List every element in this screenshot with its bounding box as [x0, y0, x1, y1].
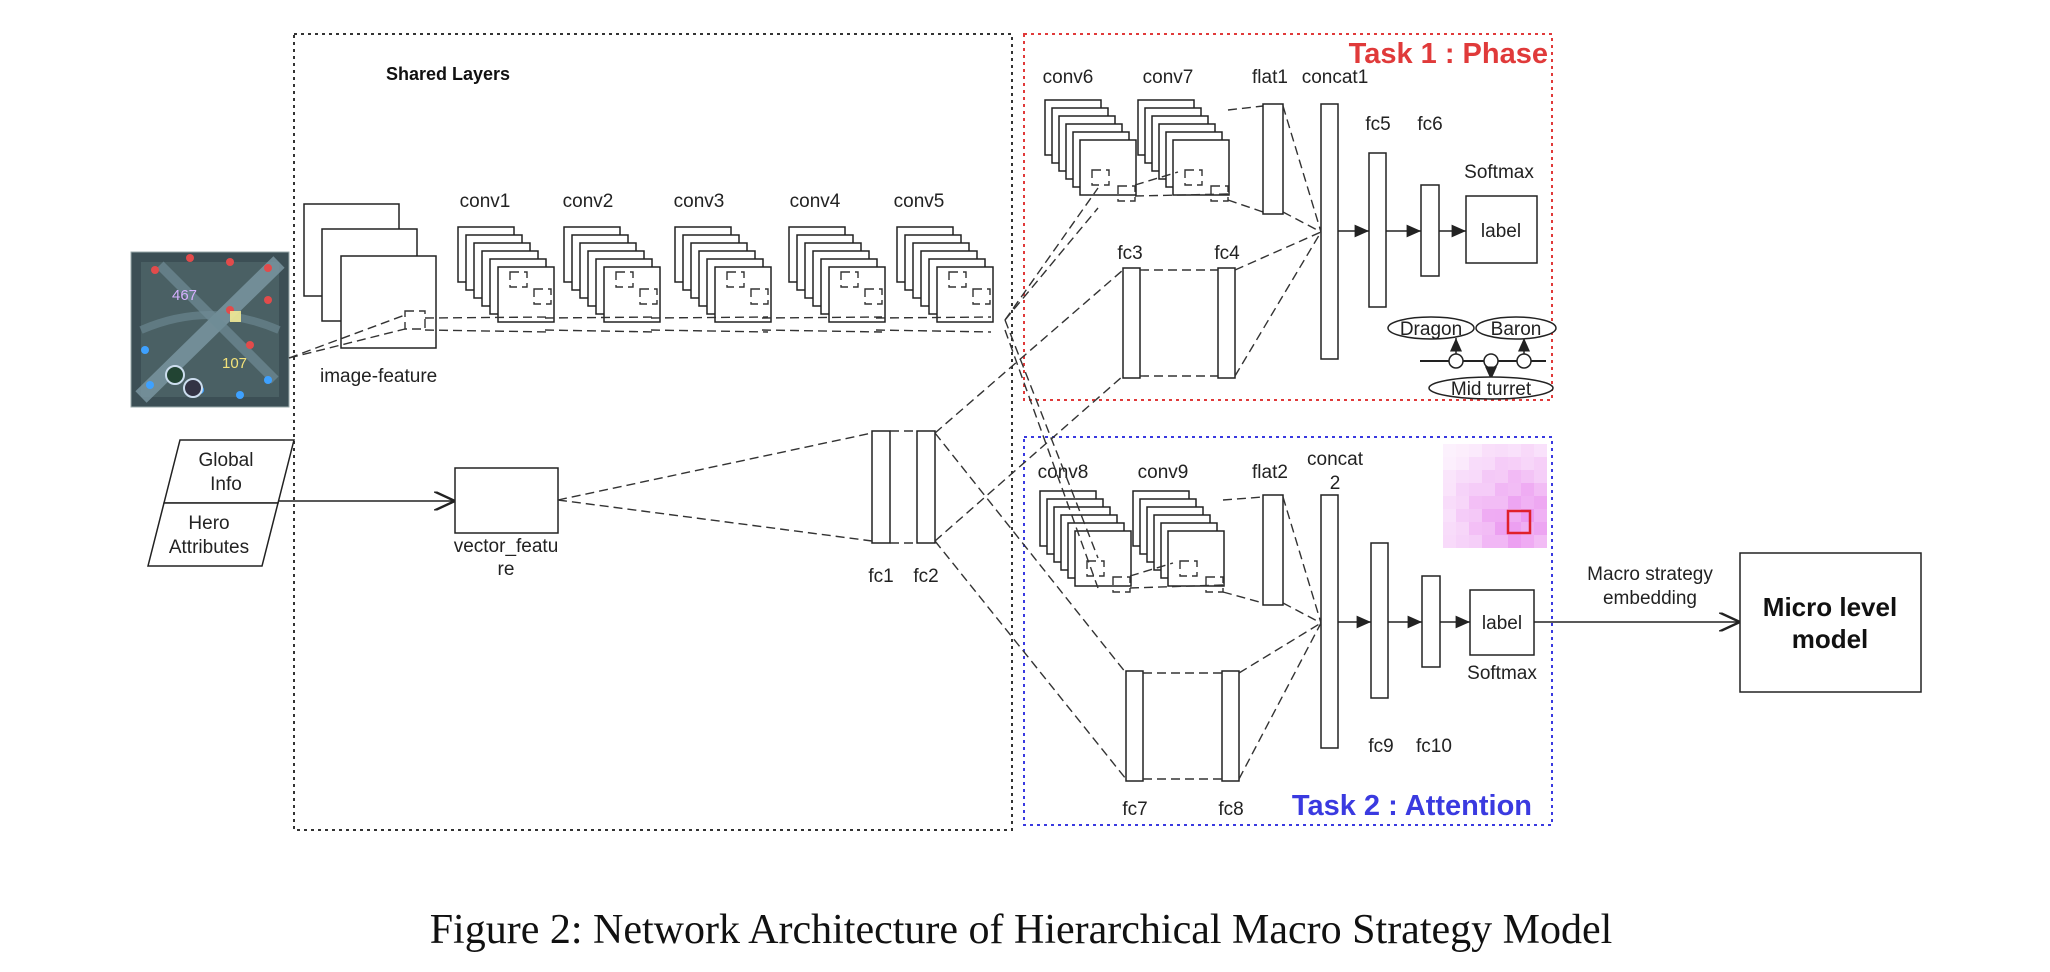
fc6-label: fc6: [1417, 114, 1442, 135]
fc10-layer: [1421, 575, 1441, 668]
conv6-label: conv6: [1043, 67, 1094, 88]
conv9-label: conv9: [1138, 462, 1189, 483]
fc4-label: fc4: [1214, 243, 1240, 264]
task1-label-text: label: [1481, 221, 1521, 242]
concat2-label: concat: [1307, 449, 1364, 470]
conv3-label: conv3: [674, 191, 725, 212]
conv7-label: conv7: [1143, 67, 1194, 88]
conv3-stack: [674, 226, 772, 323]
task2-region: [1023, 436, 1553, 826]
fc10-label: fc10: [1416, 736, 1452, 757]
fc1-layer: [871, 430, 891, 544]
flat1-layer: [1262, 103, 1284, 215]
svg-text:Hero: Hero: [188, 513, 229, 534]
conv4-label: conv4: [790, 191, 841, 212]
conv1-label: conv1: [460, 191, 511, 212]
task1-softmax-label: Softmax: [1464, 162, 1534, 183]
task2-title: Task 2 : Attention: [1292, 790, 1532, 822]
concat1-label: concat1: [1302, 67, 1369, 88]
concat2-label-2: 2: [1330, 473, 1341, 494]
task2-conv-stacks: [1039, 490, 1264, 604]
fc5-layer: [1368, 152, 1387, 308]
fc2-label: fc2: [913, 566, 938, 587]
conv6-stack: [1044, 99, 1137, 202]
conv-stacks: conv1 conv2 conv3 conv4 conv5: [424, 191, 994, 333]
conv1-stack: [457, 226, 555, 323]
fc7-label: fc7: [1122, 799, 1147, 820]
micro-level-model-label: Micro level: [1763, 592, 1897, 622]
conv5-label: conv5: [894, 191, 945, 212]
fc8-layer: [1221, 670, 1240, 782]
fc5-label: fc5: [1365, 114, 1390, 135]
fc7-layer: [1125, 670, 1144, 782]
micro-level-model-box: [1739, 552, 1922, 693]
conv8-stack: [1039, 490, 1132, 593]
mid-turret-label: Mid turret: [1451, 379, 1532, 400]
image-feature-label: image-feature: [320, 366, 437, 387]
conv8-label: conv8: [1038, 462, 1089, 483]
svg-text:Attributes: Attributes: [169, 537, 249, 558]
fc8-label: fc8: [1218, 799, 1243, 820]
embedding-label: Macro strategy: [1587, 564, 1713, 585]
conv2-label: conv2: [563, 191, 614, 212]
vector-feature-label: vector_featu: [454, 536, 559, 557]
concat1-layer: [1320, 103, 1339, 360]
baron-label: Baron: [1491, 319, 1542, 340]
hero-attributes-input: Hero Attributes: [147, 502, 279, 567]
conv2-stack: [563, 226, 661, 323]
fc6-layer: [1420, 184, 1440, 277]
svg-text:107: 107: [222, 355, 247, 372]
conv4-stack: [788, 226, 886, 323]
image-feature-stack: [303, 203, 437, 349]
shared-layers-region: [293, 33, 1013, 831]
conv5-stack: [896, 226, 994, 323]
fc3-label: fc3: [1117, 243, 1142, 264]
task2-label-box: [1469, 589, 1535, 656]
micro-level-model-label-2: model: [1792, 624, 1869, 654]
flat2-label: flat2: [1252, 462, 1288, 483]
shared-layers-title: Shared Layers: [386, 64, 510, 84]
task1-conv-stacks: [1044, 99, 1264, 213]
task1-title: Task 1 : Phase: [1349, 38, 1548, 70]
global-info-input: Global Info: [163, 439, 295, 504]
task2-softmax-label: Softmax: [1467, 663, 1537, 684]
embedding-label-2: embedding: [1603, 588, 1697, 609]
fc9-layer: [1370, 542, 1389, 699]
svg-text:Global: Global: [199, 450, 254, 471]
conv9-stack: [1132, 490, 1225, 593]
fc9-label: fc9: [1368, 736, 1393, 757]
flat2-layer: [1262, 494, 1284, 606]
task1-label-box: [1465, 195, 1538, 264]
task1-region: [1023, 33, 1553, 401]
dragon-label: Dragon: [1400, 319, 1462, 340]
fc4-layer: [1217, 267, 1236, 379]
attention-heatmap: [1443, 444, 1547, 548]
concat2-layer: [1320, 494, 1339, 749]
fc3-layer: [1122, 267, 1141, 379]
fc2-layer: [916, 430, 936, 544]
minimap-image: 467 107: [130, 251, 290, 408]
conv7-stack: [1137, 99, 1230, 202]
task2-label-text: label: [1482, 613, 1522, 634]
vector-feature-label-2: re: [498, 559, 515, 580]
figure-caption: Figure 2: Network Architecture of Hierar…: [430, 907, 1613, 953]
fc1-label: fc1: [868, 566, 893, 587]
svg-text:Info: Info: [210, 474, 242, 495]
vector-feature-box: [454, 467, 559, 534]
flat1-label: flat1: [1252, 67, 1288, 88]
svg-text:467: 467: [172, 287, 197, 304]
phase-timeline: Dragon Baron Mid turret: [1387, 316, 1557, 400]
